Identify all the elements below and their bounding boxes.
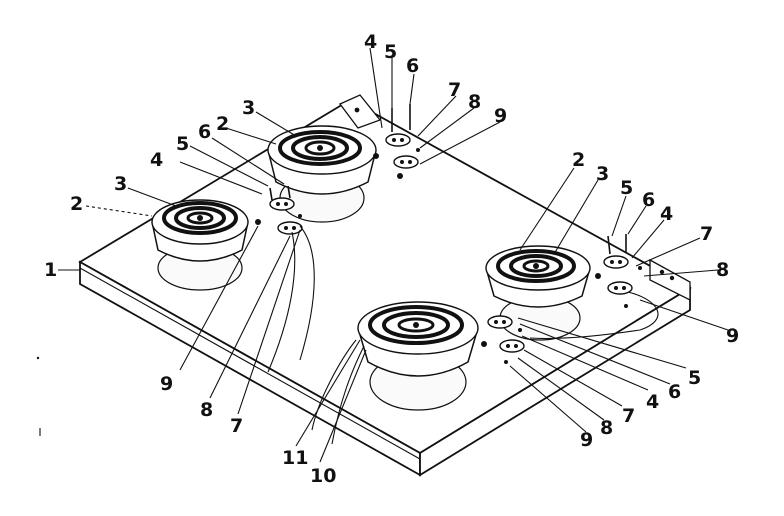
- wiring: [267, 225, 659, 445]
- callout-5-right: 5: [620, 177, 633, 199]
- leader-lines: [58, 47, 729, 463]
- callout-8-left: 8: [200, 399, 213, 421]
- callout-9-top: 9: [494, 105, 507, 127]
- callout-9-front: 9: [580, 429, 593, 451]
- callout-3-right: 3: [596, 163, 609, 185]
- callout-9-left: 9: [160, 373, 173, 395]
- callout-9-right: 9: [726, 325, 739, 347]
- callout-8-top: 8: [468, 91, 481, 113]
- callout-5-front: 5: [688, 367, 701, 389]
- callout-10: 10: [310, 465, 336, 487]
- scan-marks: [36, 356, 41, 436]
- callout-2-right: 2: [572, 149, 585, 171]
- callout-5-left: 5: [176, 133, 189, 155]
- callout-4-right: 4: [660, 203, 673, 225]
- callout-6-left: 6: [198, 121, 211, 143]
- terminal-block-right: [595, 234, 642, 308]
- callout-8-right: 8: [716, 259, 729, 281]
- burner-left: [151, 199, 249, 291]
- callout-2-top: 2: [216, 113, 229, 135]
- callout-4-left: 4: [150, 149, 163, 171]
- callout-11: 11: [282, 447, 308, 469]
- callout-6-right: 6: [642, 189, 655, 211]
- callout-3-left: 3: [114, 173, 127, 195]
- callout-6-top: 6: [406, 55, 419, 77]
- burner-top: [267, 125, 377, 223]
- callout-7-left: 7: [230, 415, 243, 437]
- burner-front: [357, 301, 479, 411]
- callout-3-top: 3: [242, 97, 255, 119]
- callout-1: 1: [44, 259, 57, 281]
- callout-5-top: 5: [384, 41, 397, 63]
- terminal-block-front: [481, 315, 525, 364]
- callout-7-top: 7: [448, 79, 461, 101]
- callout-2-left: 2: [70, 193, 83, 215]
- callout-6-front: 6: [668, 381, 681, 403]
- callout-8-front: 8: [600, 417, 613, 439]
- terminal-block-top: [373, 104, 420, 179]
- callout-4-front: 4: [646, 391, 659, 413]
- callout-7-right: 7: [700, 223, 713, 245]
- cooktop-base-plate: [78, 94, 692, 477]
- callout-labels: 1 2 3 2 3 4 5 6 4 5 6 7 8 9 9 8 7 2 3 5 …: [44, 31, 739, 487]
- terminal-block-left: [255, 185, 303, 235]
- callout-4-top: 4: [364, 31, 377, 53]
- callout-7-front: 7: [622, 405, 635, 427]
